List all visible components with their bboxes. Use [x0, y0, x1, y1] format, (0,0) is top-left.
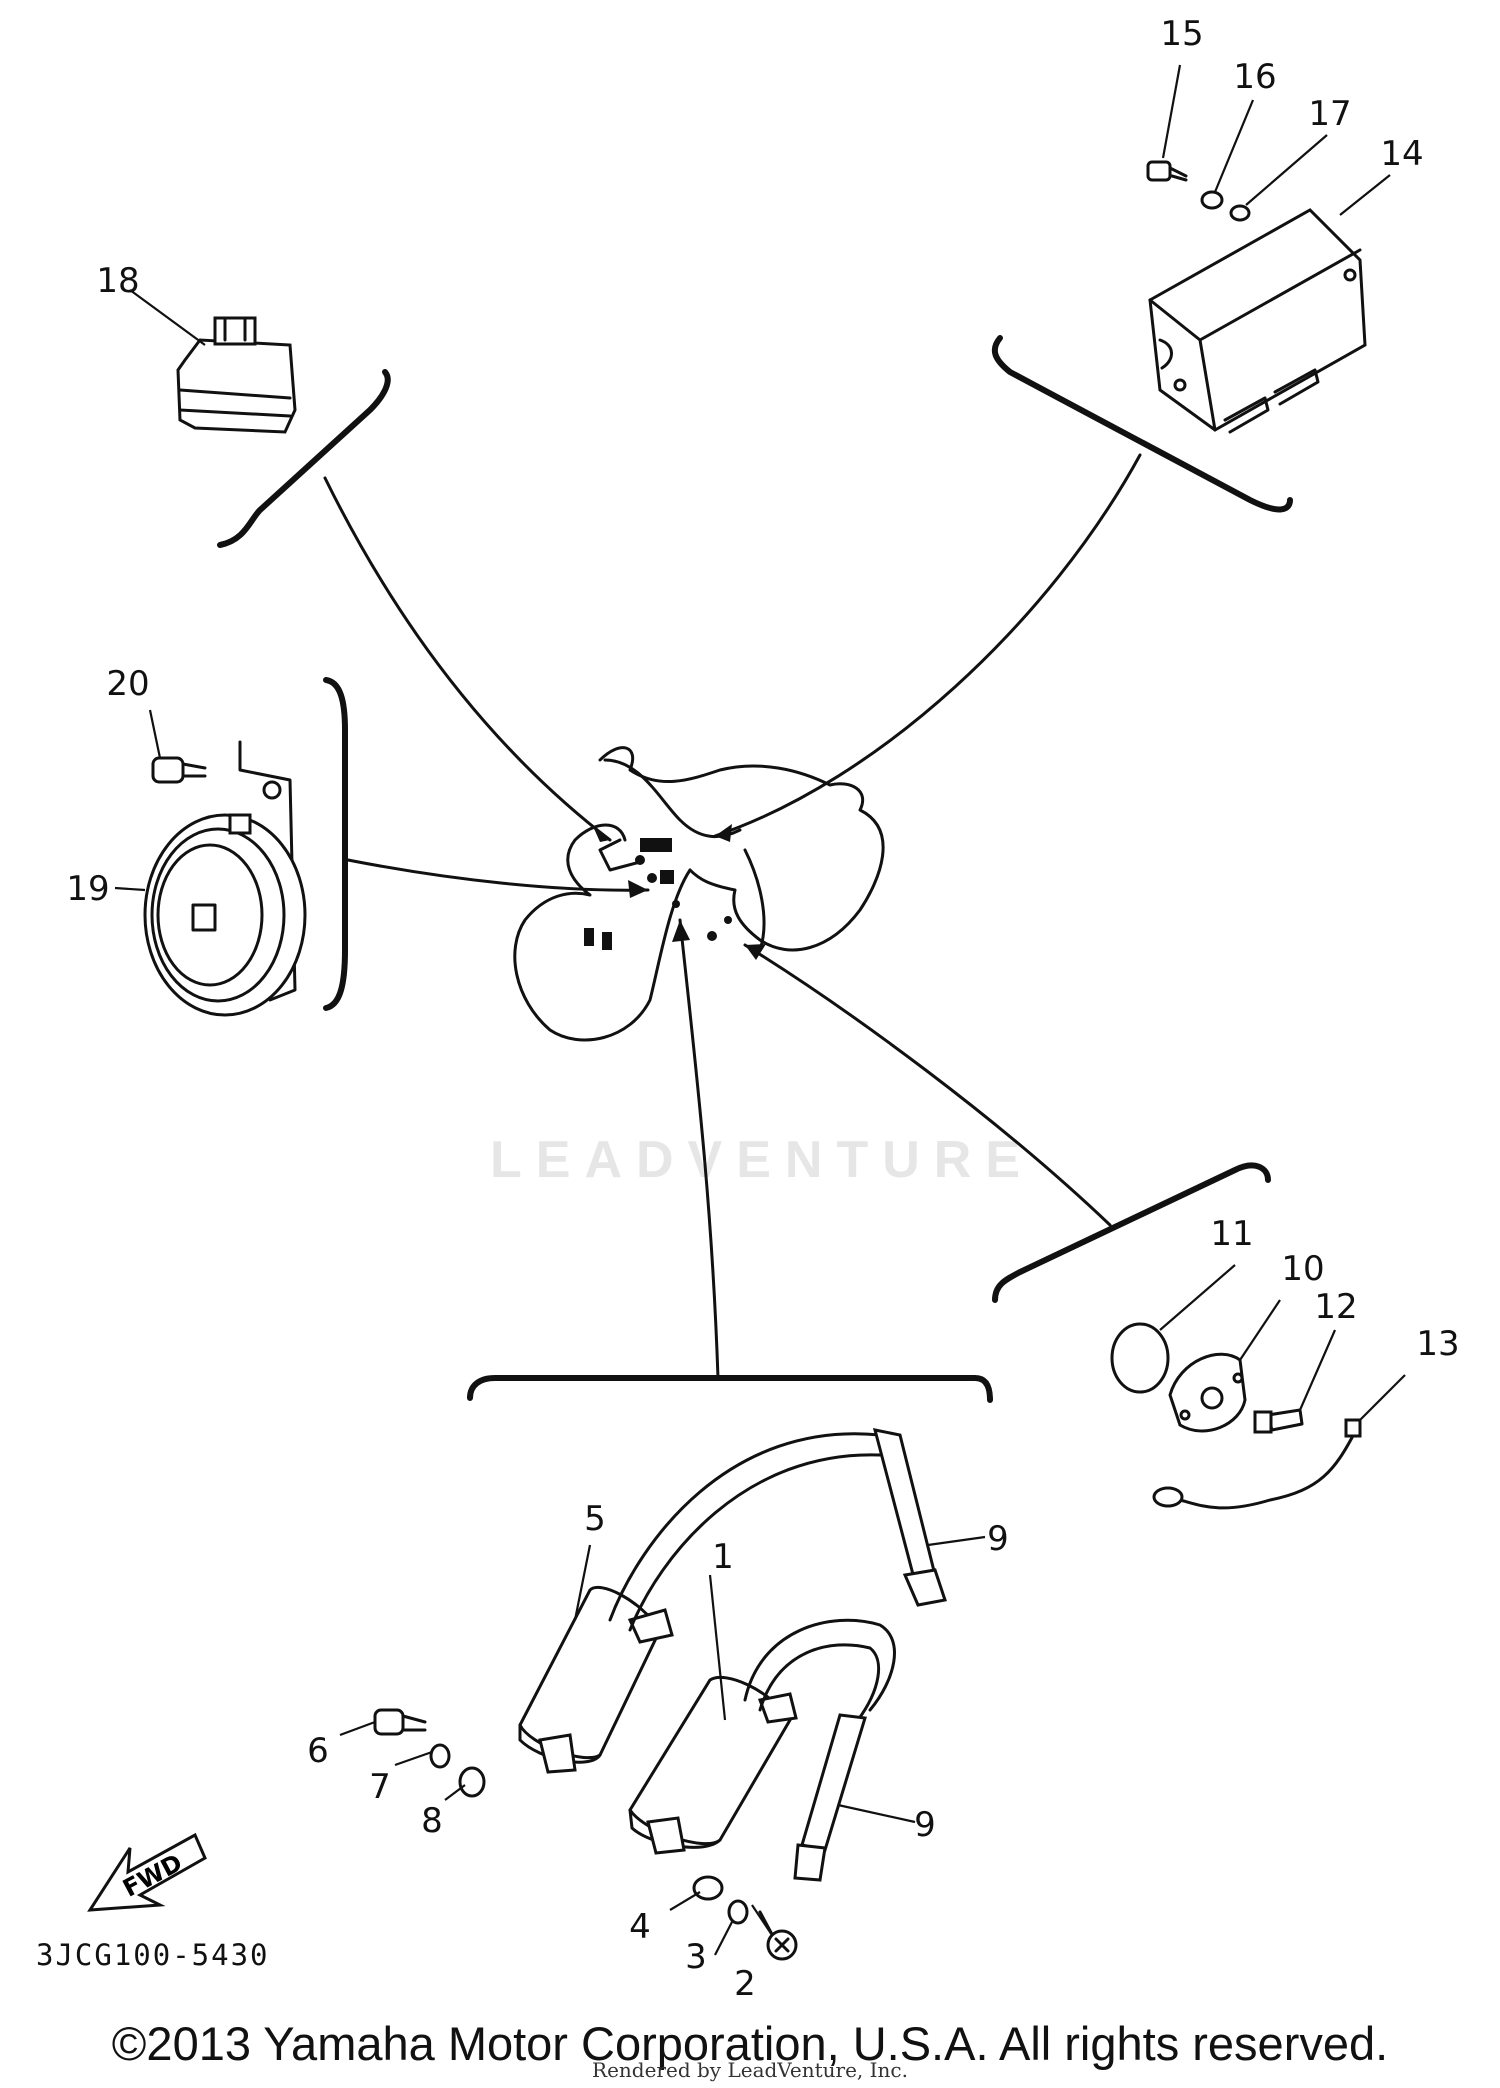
bolt-part-15	[1146, 160, 1188, 182]
screw-part-12	[1253, 1408, 1304, 1434]
callout-19: 19	[66, 869, 109, 909]
bolt-part-6	[373, 1708, 427, 1736]
washer-part-4	[692, 1875, 724, 1901]
callout-6: 6	[307, 1731, 329, 1771]
callout-11: 11	[1210, 1214, 1253, 1254]
callout-10: 10	[1281, 1249, 1324, 1289]
callout-9-upper: 9	[987, 1519, 1009, 1559]
diagram-reference-code: 3JCG100-5430	[36, 1938, 270, 1972]
cdi-unit-part-14	[1148, 208, 1367, 434]
lead-wire-part-13	[1152, 1418, 1362, 1510]
callout-4: 4	[629, 1907, 651, 1947]
callout-5: 5	[584, 1499, 606, 1539]
brackets	[217, 335, 1293, 1403]
washer-part-17	[1229, 204, 1251, 222]
fwd-arrow-icon: FWD	[87, 1832, 207, 1912]
sensor-part-10	[1168, 1352, 1247, 1433]
callout-20: 20	[106, 664, 149, 704]
bolt-part-20	[151, 756, 207, 784]
callout-13: 13	[1416, 1324, 1459, 1364]
callout-3: 3	[685, 1937, 707, 1977]
callout-17: 17	[1308, 94, 1351, 134]
ignition-coil-part-5	[518, 1428, 947, 1774]
callout-16: 16	[1233, 57, 1276, 97]
callout-12: 12	[1314, 1287, 1357, 1327]
callout-2: 2	[734, 1964, 756, 2004]
lock-washer-part-3	[727, 1899, 749, 1925]
copyright-notice: ©2013 Yamaha Motor Corporation, U.S.A. A…	[111, 2017, 1389, 2070]
bolt-part-2	[758, 1910, 798, 1961]
washer-part-8	[458, 1766, 486, 1798]
callout-9-lower: 9	[914, 1805, 936, 1845]
rendered-by-note: Rendered by LeadVenture, Inc.	[592, 2058, 908, 2082]
motorcycle-silhouette	[513, 746, 885, 1042]
watermark-text: LEADVENTURE	[490, 1131, 1035, 1189]
callout-8: 8	[421, 1801, 443, 1841]
callout-18: 18	[96, 261, 139, 301]
callout-leaders	[114, 64, 1406, 1956]
washer-part-16	[1200, 190, 1224, 210]
o-ring-part-11	[1110, 1322, 1170, 1394]
callout-numbers: 1 2 3 4 5 6 7 8 9 9 10 11 12 13 14 15 16…	[66, 14, 1459, 2004]
horn-part-19	[143, 740, 307, 1017]
relay-part-18	[176, 316, 297, 434]
callout-7: 7	[369, 1767, 391, 1807]
ignition-coil-part-1	[628, 1618, 896, 1882]
lock-washer-part-7	[429, 1743, 451, 1769]
location-arrows	[323, 453, 1142, 1380]
callout-14: 14	[1380, 134, 1423, 174]
callout-15: 15	[1160, 14, 1203, 54]
callout-1: 1	[712, 1537, 734, 1577]
